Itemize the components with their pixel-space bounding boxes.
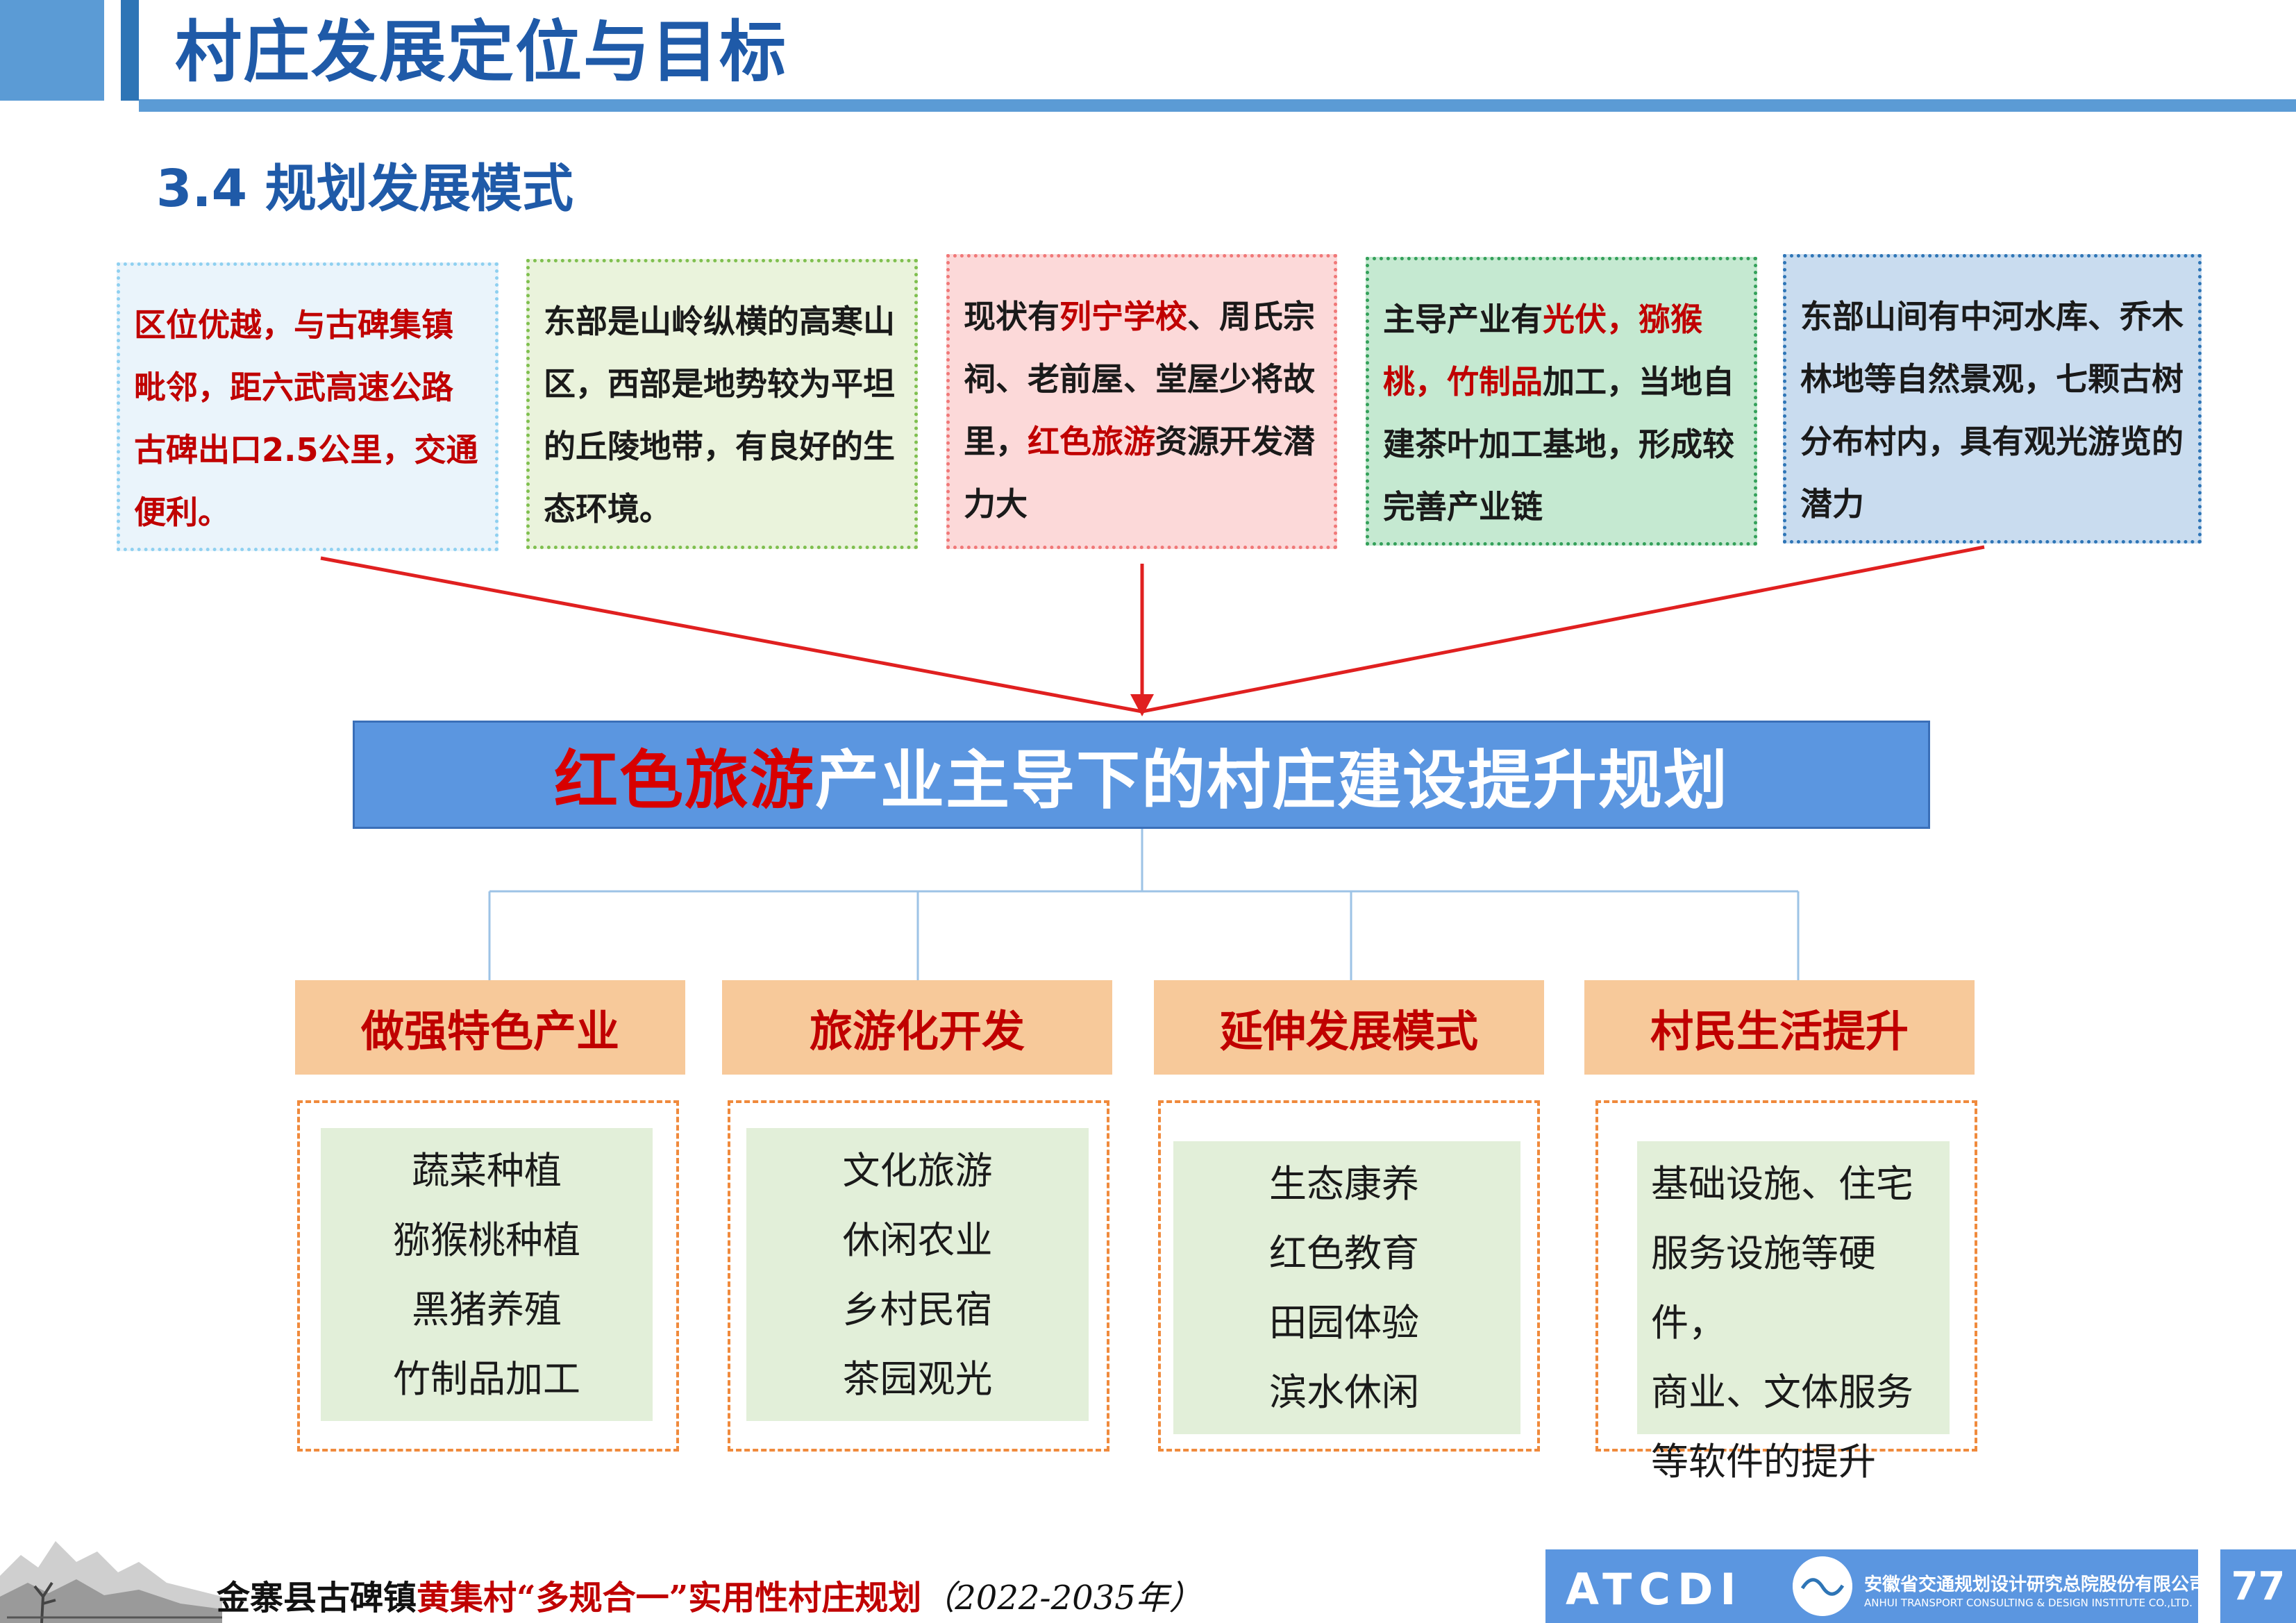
list-tourism: 文化旅游 休闲农业 乡村民宿 茶园观光 [746,1128,1089,1421]
card-industry: 主导产业有光伏，猕猴桃，竹制品加工，当地自建茶叶加工基地，形成较完善产业链 [1366,257,1757,546]
list-extension: 生态康养 红色教育 田园体验 滨水休闲 [1173,1141,1520,1434]
card-text: 主导产业有 [1383,301,1543,338]
banner-highlight: 红色旅游 [553,743,815,818]
page-number: 77 [2220,1549,2296,1623]
list-frame-tourism [728,1100,1109,1452]
card-highlight-text: 红色旅游 [1028,423,1155,460]
card-text: 东部山间有中河水库、乔木林地等自然景观，七颗古树分布村内，具有观光游览的潜力 [1800,298,2184,523]
arrow-head [1130,694,1154,716]
card-text: 东部是山岭纵横的高寒山区，西部是地势较为平坦的丘陵地带，有良好的生态环境。 [544,303,895,528]
card-heritage: 现状有列宁学校、周氏宗祠、老前屋、堂屋少将故里，红色旅游资源开发潜力大 [946,254,1337,549]
card-location: 区位优越，与古碑集镇毗邻，距六武高速公路古碑出口2.5公里，交通便利。 [117,262,498,551]
company-name-en: ANHUI TRANSPORT CONSULTING & DESIGN INST… [1864,1597,2193,1609]
company-name-cn: 安徽省交通规划设计研究总院股份有限公司 [1864,1574,2208,1595]
list-item: 商业、文体服务 [1651,1370,1913,1414]
card-landscape: 东部山间有中河水库、乔木林地等自然景观，七颗古树分布村内，具有观光游览的潜力 [1783,254,2202,544]
list-item: 猕猴桃种植 [393,1218,580,1262]
ink-landscape-icon [0,1541,222,1623]
header-gap [104,0,121,101]
list-item: 滨水休闲 [1269,1370,1419,1414]
list-frame-livelihood [1595,1100,1977,1452]
list-item: 黑猪养殖 [412,1288,562,1331]
arrow-line-right [1141,545,1985,714]
card-text: 现状有 [964,298,1059,335]
company-logo-banner [1545,1549,2198,1623]
footer-project-title: 金寨县古碑镇黄集村“多规合一”实用性村庄规划（2022-2035年） [217,1570,1203,1619]
card-text: 、周氏宗祠、老前屋、堂屋少将故里， [964,298,1315,460]
banner-text: 产业主导下的村庄建设提升规划 [815,743,1729,818]
card-terrain: 东部是山岭纵横的高寒山区，西部是地势较为平坦的丘陵地带，有良好的生态环境。 [526,259,918,549]
card-text: 区位优越，与古碑集镇毗邻，距六武高速公路古碑出口2.5公里，交通便利。 [134,306,478,531]
page-title: 村庄发展定位与目标 [175,13,787,91]
category-header-extension: 延伸发展模式 [1154,980,1544,1075]
atcdi-logo-mark: ATCDI [1566,1564,1743,1615]
header-bar-accent [121,0,139,101]
footer-highlight: 黄集村“多规合一”实用性村庄规划 [417,1579,922,1617]
arrow-line-left [320,556,1143,714]
card-text: 加工，当地自建茶叶加工基地，形成较完善产业链 [1383,363,1734,525]
category-header-tourism: 旅游化开发 [722,980,1112,1075]
category-header-livelihood: 村民生活提升 [1584,980,1975,1075]
list-item: 休闲农业 [842,1218,993,1262]
list-item: 田园体验 [1269,1301,1419,1345]
list-frame-industry [297,1100,679,1452]
list-item: 生态康养 [1269,1162,1419,1206]
tree-lines [488,829,1800,980]
header-bar-left [0,0,104,101]
card-text: 资源开发潜力大 [964,423,1315,523]
card-highlight-text: 光伏，猕猴桃，竹制品 [1383,301,1702,401]
footer-period: （2022-2035年） [921,1579,1203,1617]
list-item: 服务设施等硬件， [1651,1231,1876,1345]
list-item: 竹制品加工 [393,1357,580,1401]
wave-logo-icon [1793,1556,1852,1616]
category-header-industry: 做强特色产业 [295,980,685,1075]
list-item: 文化旅游 [842,1149,993,1193]
main-banner: 红色旅游产业主导下的村庄建设提升规划 [353,721,1930,829]
list-industry: 蔬菜种植 猕猴桃种植 黑猪养殖 竹制品加工 [321,1128,653,1421]
card-highlight-text: 列宁学校 [1059,298,1187,335]
list-item: 红色教育 [1269,1231,1419,1275]
list-item: 乡村民宿 [842,1288,993,1331]
list-livelihood: 基础设施、住宅 服务设施等硬件， 商业、文体服务 等软件的提升 [1637,1141,1950,1483]
list-frame-extension [1158,1100,1540,1452]
footer-prefix: 金寨县古碑镇 [217,1579,417,1617]
header-underline [139,99,2296,112]
list-item: 基础设施、住宅 [1651,1162,1913,1206]
list-item: 茶园观光 [842,1357,993,1401]
red-arrows [320,545,1985,714]
list-item: 等软件的提升 [1651,1440,1876,1483]
list-item: 蔬菜种植 [412,1149,562,1193]
section-title: 3.4 规划发展模式 [156,159,573,219]
